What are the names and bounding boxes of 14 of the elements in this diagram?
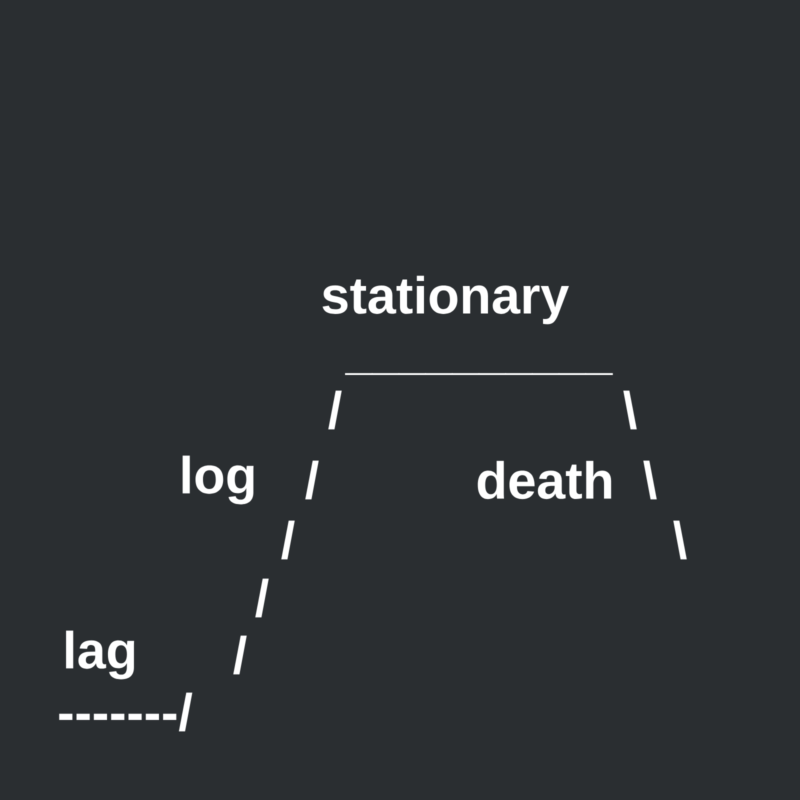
ascii-line: / bbox=[255, 578, 269, 618]
ascii-line: \ bbox=[643, 460, 657, 500]
ascii-line: __________ bbox=[345, 373, 613, 375]
ascii-line: \ bbox=[673, 520, 687, 560]
label-text: lag bbox=[66, 630, 134, 680]
ascii-line: \ bbox=[623, 390, 637, 430]
ascii-line: / bbox=[305, 460, 319, 500]
ascii-line: / bbox=[233, 636, 247, 674]
label-text: log bbox=[182, 456, 254, 504]
label-text: stationary bbox=[322, 276, 569, 324]
ascii-line: / bbox=[281, 520, 295, 560]
ascii-line: -------/ bbox=[59, 692, 192, 732]
ascii-line: / bbox=[328, 390, 342, 430]
label-text: death bbox=[478, 460, 612, 500]
